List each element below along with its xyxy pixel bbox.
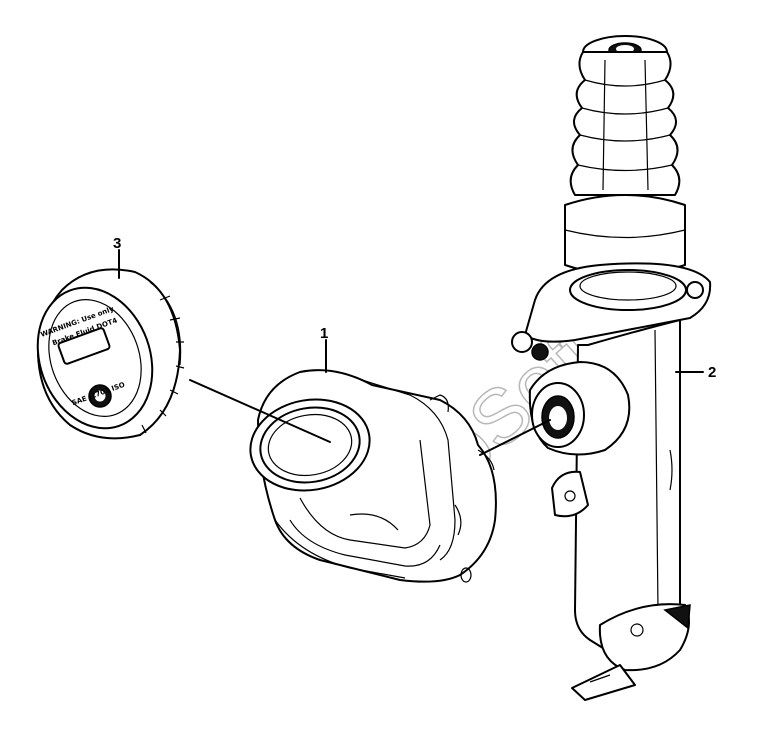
callout-1: 1 (320, 325, 328, 342)
reservoir-cap: WARNING: Use only Brake Fluid DOT4 SAE J… (36, 268, 185, 440)
fluid-reservoir (249, 369, 497, 583)
callout-2: 2 (708, 364, 716, 381)
leader-lines (118, 249, 704, 456)
callout-3: 3 (113, 235, 121, 252)
master-cylinder (511, 35, 712, 701)
